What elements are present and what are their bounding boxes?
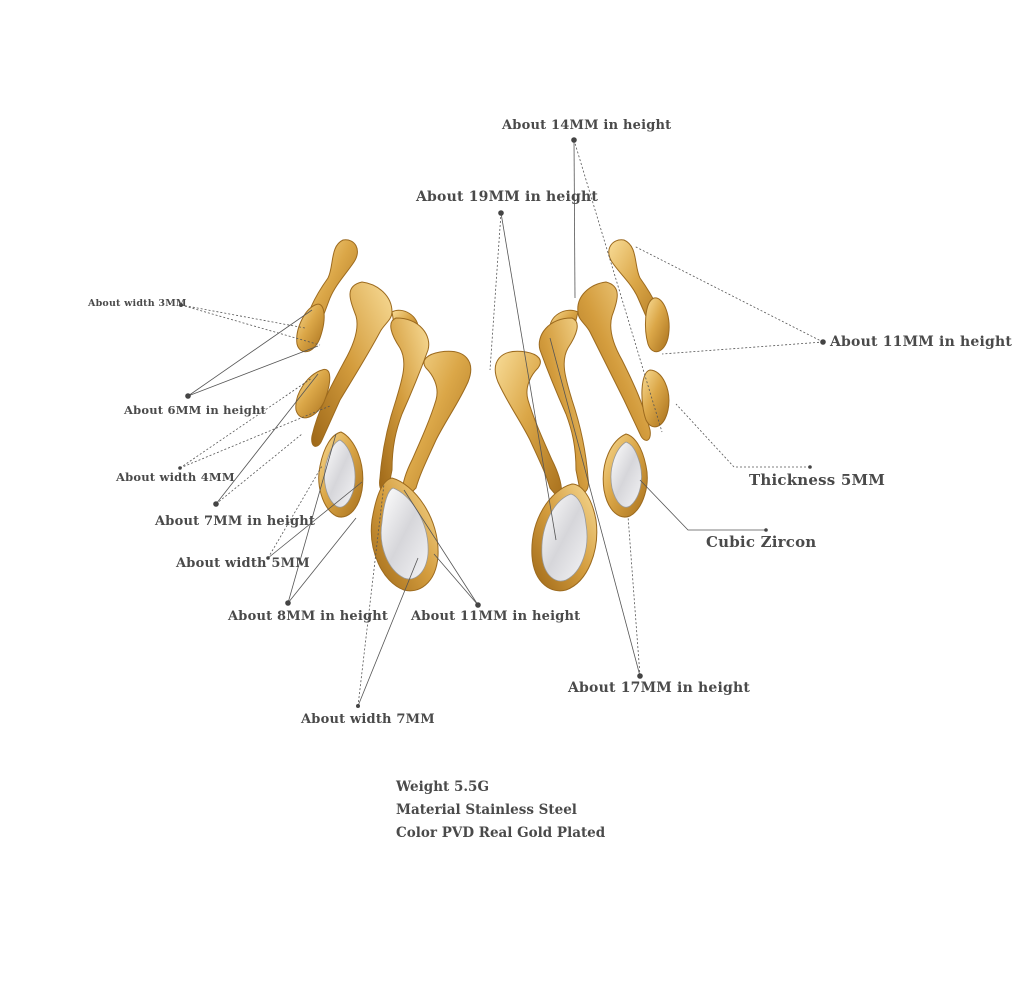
left-earring <box>295 239 472 592</box>
label-width-4mm: About width 4MM <box>116 470 235 484</box>
spec-weight: Weight 5.5G <box>396 779 489 795</box>
label-height-11mm-right: About 11MM in height <box>830 334 1012 350</box>
callout-dots-right <box>498 137 826 679</box>
label-width-3mm: About width 3MM <box>88 298 187 309</box>
callout-lines-left <box>179 304 479 707</box>
label-width-5mm: About width 5MM <box>176 556 310 571</box>
label-height-6mm: About 6MM in height <box>124 403 267 417</box>
label-cubic-zircon: Cubic Zircon <box>706 533 817 551</box>
label-height-8mm: About 8MM in height <box>228 609 389 624</box>
label-height-19mm: About 19MM in height <box>416 189 599 205</box>
label-height-7mm: About 7MM in height <box>155 514 316 529</box>
label-height-11mm-left: About 11MM in height <box>411 609 581 624</box>
right-earring <box>494 239 670 592</box>
callout-dots-left <box>178 303 481 708</box>
label-thickness: Thickness 5MM <box>749 471 886 489</box>
label-width-7mm: About width 7MM <box>301 712 435 727</box>
label-height-17mm: About 17MM in height <box>568 680 751 696</box>
spec-material: Material Stainless Steel <box>396 802 577 818</box>
spec-color: Color PVD Real Gold Plated <box>396 825 606 841</box>
product-specs: Weight 5.5G Material Stainless Steel Col… <box>396 776 605 845</box>
callout-lines-right <box>489 139 824 677</box>
label-height-14mm: About 14MM in height <box>502 118 672 133</box>
